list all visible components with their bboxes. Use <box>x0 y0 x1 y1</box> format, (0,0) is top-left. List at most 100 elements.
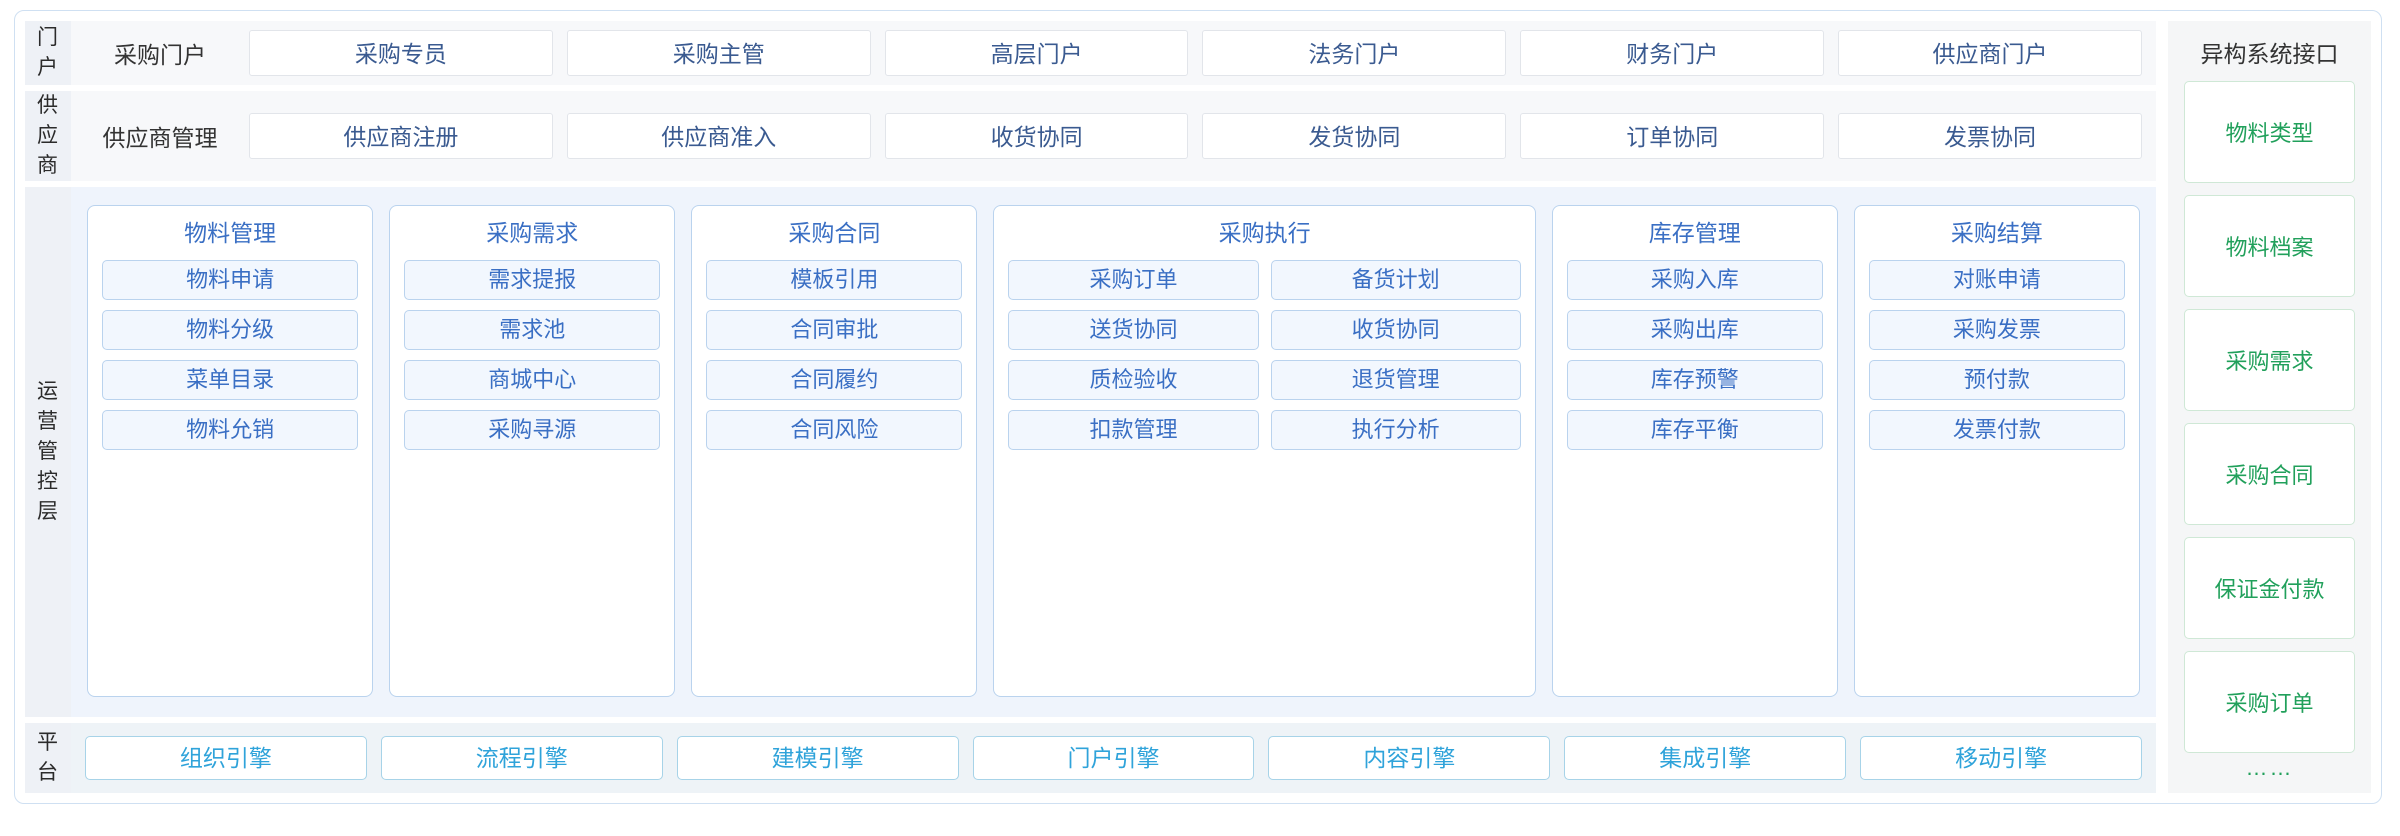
ops-item[interactable]: 物料允销 <box>102 410 359 450</box>
platform-item[interactable]: 内容引擎 <box>1268 736 1551 780</box>
ops-card-title: 采购结算 <box>1950 220 2043 246</box>
ops-item[interactable]: 预付款 <box>1868 360 2125 400</box>
ops-item[interactable]: 质检验收 <box>1008 360 1259 400</box>
portal-strip: 采购门户 采购专员 采购主管 高层门户 法务门户 财务门户 供应商门户 <box>71 21 2156 85</box>
ops-item[interactable]: 物料分级 <box>102 310 359 350</box>
platform-item[interactable]: 流程引擎 <box>380 736 663 780</box>
supplier-row-body: 供应商管理 供应商注册 供应商准入 收货协同 发货协同 订单协同 发票协同 <box>71 91 2156 181</box>
platform-item[interactable]: 集成引擎 <box>1564 736 1847 780</box>
sidebar-item-material-archive[interactable]: 物料档案 <box>2184 195 2355 297</box>
ops-card-items: 需求提报 需求池 商城中心 采购寻源 <box>404 260 661 682</box>
ops-item[interactable]: 收货协同 <box>1270 310 1521 350</box>
platform-row-body: 组织引擎 流程引擎 建模引擎 门户引擎 内容引擎 集成引擎 移动引擎 <box>71 723 2156 793</box>
ops-item[interactable]: 商城中心 <box>404 360 661 400</box>
ops-item[interactable]: 库存平衡 <box>1566 410 1823 450</box>
ops-item[interactable]: 需求池 <box>404 310 661 350</box>
ops-item[interactable]: 采购订单 <box>1008 260 1259 300</box>
portal-items: 采购专员 采购主管 高层门户 法务门户 财务门户 供应商门户 <box>249 30 2142 76</box>
ops-item[interactable]: 模板引用 <box>706 260 963 300</box>
ops-item[interactable]: 备货计划 <box>1270 260 1521 300</box>
platform-item[interactable]: 组织引擎 <box>85 736 367 780</box>
portal-item[interactable]: 采购专员 <box>249 30 553 76</box>
ops-item[interactable]: 采购出库 <box>1566 310 1823 350</box>
ops-item[interactable]: 菜单目录 <box>102 360 359 400</box>
portal-item[interactable]: 采购主管 <box>566 30 871 76</box>
ops-card-items: 物料申请 物料分级 菜单目录 物料允销 <box>102 260 359 682</box>
ops-card-purchase-settlement: 采购结算 对账申请 采购发票 预付款 发票付款 <box>1853 205 2140 697</box>
supplier-row-label: 供应商 <box>25 91 71 181</box>
supplier-item[interactable]: 发票协同 <box>1838 113 2142 159</box>
platform-row-label: 平台 <box>25 723 71 793</box>
operations-row-body: 物料管理 物料申请 物料分级 菜单目录 物料允销 采购需求 需求提报 <box>71 187 2156 717</box>
ops-card-title: 采购需求 <box>486 220 579 246</box>
sidebar-item-material-type[interactable]: 物料类型 <box>2184 81 2355 183</box>
supplier-title: 供应商管理 <box>102 125 218 151</box>
portal-item[interactable]: 法务门户 <box>1202 30 1507 76</box>
ops-item[interactable]: 发票付款 <box>1868 410 2125 450</box>
ops-item[interactable]: 采购发票 <box>1868 310 2125 350</box>
ops-item[interactable]: 送货协同 <box>1008 310 1259 350</box>
ops-item[interactable]: 库存预警 <box>1566 360 1823 400</box>
ops-item[interactable]: 合同审批 <box>706 310 963 350</box>
portal-item[interactable]: 供应商门户 <box>1838 30 2142 76</box>
supplier-strip: 供应商管理 供应商注册 供应商准入 收货协同 发货协同 订单协同 发票协同 <box>71 91 2156 181</box>
ops-item[interactable]: 执行分析 <box>1270 410 1521 450</box>
ops-item[interactable]: 采购寻源 <box>404 410 661 450</box>
sidebar-column: 异构系统接口 物料类型 物料档案 采购需求 采购合同 保证金付款 采购订单 …… <box>2156 11 2381 803</box>
supplier-item[interactable]: 供应商注册 <box>249 113 553 159</box>
sidebar-item-deposit-payment[interactable]: 保证金付款 <box>2184 537 2355 639</box>
supplier-item[interactable]: 供应商准入 <box>566 113 871 159</box>
supplier-row-label-text: 供应商 <box>37 94 59 177</box>
ops-item[interactable]: 合同风险 <box>706 410 963 450</box>
platform-item[interactable]: 建模引擎 <box>676 736 959 780</box>
main-column: 门户 采购门户 采购专员 采购主管 高层门户 法务门户 财务门户 供应商门户 <box>15 11 2156 803</box>
ops-card-items: 采购入库 采购出库 库存预警 库存平衡 <box>1566 260 1823 682</box>
heterogeneous-interface-panel: 异构系统接口 物料类型 物料档案 采购需求 采购合同 保证金付款 采购订单 …… <box>2168 21 2371 793</box>
ops-item[interactable]: 采购入库 <box>1566 260 1823 300</box>
ops-item[interactable]: 扣款管理 <box>1008 410 1259 450</box>
portal-item[interactable]: 高层门户 <box>884 30 1189 76</box>
operations-row: 运营管控层 物料管理 物料申请 物料分级 菜单目录 物料允销 <box>25 187 2156 717</box>
ops-card-title: 采购合同 <box>788 220 881 246</box>
operations-cards: 物料管理 物料申请 物料分级 菜单目录 物料允销 采购需求 需求提报 <box>71 187 2156 717</box>
sidebar-item-purchase-order[interactable]: 采购订单 <box>2184 651 2355 753</box>
supplier-row: 供应商 供应商管理 供应商注册 供应商准入 收货协同 发货协同 订单协同 发票协… <box>25 91 2156 181</box>
ops-card-title: 采购执行 <box>1218 220 1311 246</box>
portal-row: 门户 采购门户 采购专员 采购主管 高层门户 法务门户 财务门户 供应商门户 <box>25 21 2156 85</box>
ops-card-items: 对账申请 采购发票 预付款 发票付款 <box>1868 260 2125 682</box>
sidebar-ellipsis: …… <box>2245 755 2294 780</box>
portal-title: 采购门户 <box>114 42 206 68</box>
ops-card-purchase-requirement: 采购需求 需求提报 需求池 商城中心 采购寻源 <box>389 205 676 697</box>
supplier-item[interactable]: 发货协同 <box>1202 113 1507 159</box>
ops-item[interactable]: 需求提报 <box>404 260 661 300</box>
sidebar-item-purchase-requirement[interactable]: 采购需求 <box>2184 309 2355 411</box>
sidebar-item-purchase-contract[interactable]: 采购合同 <box>2184 423 2355 525</box>
ops-item[interactable]: 退货管理 <box>1270 360 1521 400</box>
supplier-item[interactable]: 订单协同 <box>1520 113 1825 159</box>
ops-card-title: 物料管理 <box>184 220 277 246</box>
ops-card-purchase-execution: 采购执行 采购订单 备货计划 送货协同 收货协同 质检验收 退货管理 扣款管理 … <box>993 205 1536 697</box>
ops-card-items: 采购订单 备货计划 送货协同 收货协同 质检验收 退货管理 扣款管理 执行分析 <box>1008 260 1521 682</box>
ops-card-items: 模板引用 合同审批 合同履约 合同风险 <box>706 260 963 682</box>
ops-item[interactable]: 合同履约 <box>706 360 963 400</box>
platform-item[interactable]: 移动引擎 <box>1860 736 2143 780</box>
portal-row-body: 采购门户 采购专员 采购主管 高层门户 法务门户 财务门户 供应商门户 <box>71 21 2156 85</box>
platform-row: 平台 组织引擎 流程引擎 建模引擎 门户引擎 内容引擎 集成引擎 移动引擎 <box>25 723 2156 793</box>
operations-row-label: 运营管控层 <box>25 187 71 717</box>
ops-card-material-management: 物料管理 物料申请 物料分级 菜单目录 物料允销 <box>87 205 374 697</box>
platform-row-label-text: 平台 <box>37 731 59 784</box>
portal-row-label-text: 门户 <box>37 26 59 79</box>
sidebar-title: 异构系统接口 <box>2200 41 2339 67</box>
ops-card-title: 库存管理 <box>1648 220 1741 246</box>
architecture-diagram-frame: 门户 采购门户 采购专员 采购主管 高层门户 法务门户 财务门户 供应商门户 <box>14 10 2382 804</box>
platform-item[interactable]: 门户引擎 <box>972 736 1255 780</box>
ops-item[interactable]: 对账申请 <box>1868 260 2125 300</box>
ops-card-inventory-management: 库存管理 采购入库 采购出库 库存预警 库存平衡 <box>1551 205 1838 697</box>
portal-item[interactable]: 财务门户 <box>1520 30 1825 76</box>
sidebar-items: 物料类型 物料档案 采购需求 采购合同 保证金付款 采购订单 <box>2184 81 2355 753</box>
ops-card-purchase-contract: 采购合同 模板引用 合同审批 合同履约 合同风险 <box>691 205 978 697</box>
ops-item[interactable]: 物料申请 <box>102 260 359 300</box>
supplier-items: 供应商注册 供应商准入 收货协同 发货协同 订单协同 发票协同 <box>249 113 2142 159</box>
portal-row-label: 门户 <box>25 21 71 85</box>
supplier-item[interactable]: 收货协同 <box>884 113 1189 159</box>
